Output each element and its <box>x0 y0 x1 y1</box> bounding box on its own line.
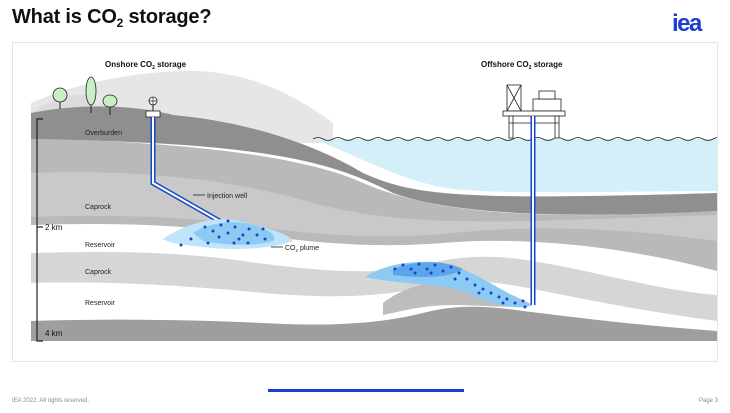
slide-progress-fill <box>268 389 464 392</box>
footer-page-number: Page 3 <box>698 398 718 404</box>
label-caprock-upper: Caprock <box>85 204 112 211</box>
overburden-layer <box>31 113 717 215</box>
caprock-upper-light <box>31 172 717 241</box>
label-reservoir-upper: Reservoir <box>85 242 116 249</box>
label-overburden: Overburden <box>85 130 122 137</box>
co2-dots <box>179 219 527 309</box>
label-co2-plume: CO2 plume <box>285 245 319 253</box>
offshore-label: Offshore CO2 storage <box>481 60 563 71</box>
label-reservoir-lower: Reservoir <box>85 300 116 307</box>
caprock-lower-layer <box>31 251 717 321</box>
caprock-upper-layer <box>31 139 717 271</box>
overburden-top <box>31 106 173 123</box>
depth-axis <box>36 118 43 342</box>
svg-text:iea: iea <box>672 12 703 34</box>
depth-label-2km: 2 km <box>45 223 63 232</box>
co2-storage-diagram: 2 km 4 km Onshore CO2 storage Offshore C… <box>31 60 717 342</box>
onshore-wellhead-icon <box>145 96 161 118</box>
onshore-label: Onshore CO2 storage <box>105 60 187 71</box>
slide-progress-bar <box>268 389 464 392</box>
sea-waves <box>312 137 717 141</box>
label-caprock-lower: Caprock <box>85 269 112 276</box>
sea <box>313 139 717 193</box>
footer-copyright: IEA 2022. All rights reserved. <box>12 398 90 404</box>
label-injection-well: Injection well <box>207 193 248 200</box>
iea-logo: iea <box>672 12 705 34</box>
page-title: What is CO2 storage? <box>12 6 212 30</box>
reservoir-lower-layer <box>31 281 717 331</box>
depth-label-4km: 4 km <box>45 329 63 338</box>
offshore-platform-icon <box>502 84 566 139</box>
base-layer <box>31 306 717 341</box>
tree-icons <box>52 76 118 115</box>
